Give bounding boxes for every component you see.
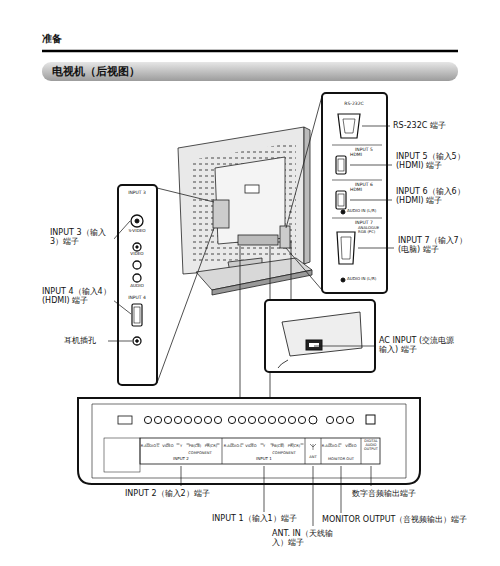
left-terminal-panel: [118, 185, 157, 385]
panel-marking: Y: [177, 444, 185, 448]
panel-marking: HDMI: [350, 152, 374, 157]
panel-marking: INPUT 6: [355, 182, 385, 187]
panel-marking: AUDIO IN (L/R): [347, 277, 387, 282]
panel-marking: INPUT 5: [355, 147, 385, 152]
terminal-callout: INPUT 5（输入5） (HDMI) 端子: [396, 152, 468, 170]
panel-marking: PR(CR): [203, 444, 219, 448]
panel-marking: INPUT 2: [169, 457, 193, 462]
panel-marking: HDMI: [350, 187, 374, 192]
section-title: 准备: [42, 33, 62, 45]
panel-marking: R-AUDIO-L: [222, 444, 244, 448]
tv-back: [178, 127, 312, 295]
ac-input-panel: [265, 300, 375, 372]
panel-marking: R-AUDIO-L: [320, 444, 342, 448]
panel-marking: COMPONENT: [183, 451, 217, 455]
header-rule: [42, 50, 458, 53]
terminal-callout: INPUT 7（输入7）(电脑) 端子: [398, 236, 468, 254]
leader-lines: [104, 126, 394, 526]
terminal-callout: ANT. IN（天线输入）端子: [272, 529, 334, 547]
panel-marking: Y: [260, 444, 268, 448]
panel-marking: ANT: [306, 455, 320, 459]
terminal-callout: INPUT 6（输入6） (HDMI) 端子: [396, 187, 468, 205]
terminal-callout: INPUT 2（输入2）端子: [125, 489, 225, 498]
panel-marking: DIGITAL AUDIO OUTPUT: [362, 440, 380, 452]
bottom-terminal-panel: [78, 398, 420, 484]
panel-marking: VIDEO: [344, 444, 358, 448]
panel-marking: INPUT 3: [122, 190, 152, 195]
panel-marking: R-AUDIO-L: [139, 444, 161, 448]
panel-marking: PB(CB): [270, 444, 286, 448]
panel-marking: COMPONENT: [267, 451, 301, 455]
panel-marking: INPUT 4: [122, 295, 152, 300]
section-band: 电视机（后视图）: [42, 62, 458, 81]
terminal-callout: INPUT 4（输入4） (HDMI) 端子: [42, 287, 114, 305]
panel-marking: PR(CR): [286, 444, 302, 448]
panel-marking: AUDIO: [122, 284, 152, 289]
terminal-callout: 数字音频输出端子: [352, 489, 442, 498]
terminal-callout: MONITOR OUTPUT（音视频输出）端子: [322, 515, 472, 524]
panel-marking: ANALOGUE RGB (PC): [358, 226, 386, 235]
rca-jacks: [144, 416, 353, 444]
panel-marking: PB(CB): [187, 444, 203, 448]
terminal-callout: 耳机插孔: [64, 336, 108, 345]
right-terminal-panel: [322, 93, 387, 293]
panel-marking: INPUT 1: [252, 457, 276, 462]
terminal-callout: RS-232C 端子: [393, 121, 463, 130]
panel-marking: RS-232C: [334, 101, 374, 106]
panel-marking: S-VIDEO: [122, 229, 152, 234]
panel-marking: INPUT 7: [355, 220, 385, 225]
panel-marking: MONITOR OUT: [322, 457, 360, 461]
panel-marking: VIDEO: [122, 252, 152, 257]
panel-marking: AUDIO IN (L/R): [347, 209, 387, 214]
terminal-callout: INPUT 3（输入 3）端子: [50, 228, 114, 246]
panel-marking: VIDEO: [161, 444, 175, 448]
terminal-callout: AC INPUT (交流电源输入) 端子: [379, 336, 457, 354]
panel-marking: VIDEO: [244, 444, 258, 448]
terminal-callout: INPUT 1（输入1）端子: [212, 514, 312, 523]
band-heading: 电视机（后视图）: [52, 64, 448, 79]
